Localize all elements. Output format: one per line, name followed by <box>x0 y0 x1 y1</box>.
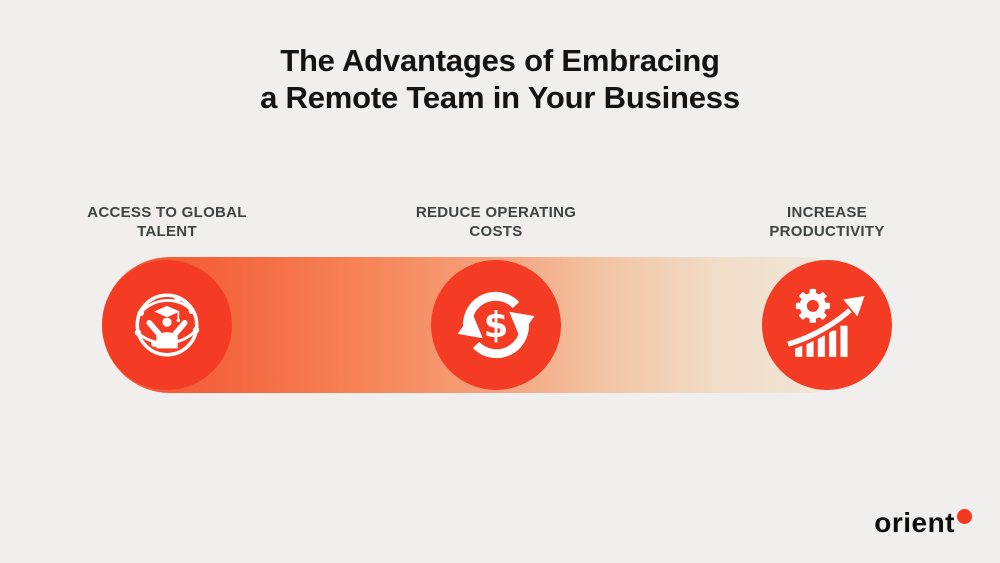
item-circle-productivity <box>762 260 892 390</box>
brand-logo-dot-icon <box>957 509 972 524</box>
item-circle-operating-costs: $ <box>431 260 561 390</box>
page-title: The Advantages of Embracing a Remote Tea… <box>0 42 1000 116</box>
title-line-2: a Remote Team in Your Business <box>260 80 740 115</box>
dollar-refresh-icon: $ <box>457 291 535 359</box>
brand-logo-text: orient <box>874 507 955 538</box>
svg-text:$: $ <box>484 305 509 346</box>
global-talent-network-icon <box>134 293 200 357</box>
item-label-operating-costs: REDUCE OPERATING COSTS <box>415 204 577 240</box>
item-circle-global-talent <box>102 260 232 390</box>
item-label-global-talent: ACCESS TO GLOBAL TALENT <box>87 204 247 240</box>
item-label-productivity: INCREASE PRODUCTIVITY <box>769 204 885 240</box>
productivity-growth-icon <box>786 288 868 357</box>
title-line-1: The Advantages of Embracing <box>280 43 720 78</box>
brand-logo: orient <box>874 509 972 537</box>
